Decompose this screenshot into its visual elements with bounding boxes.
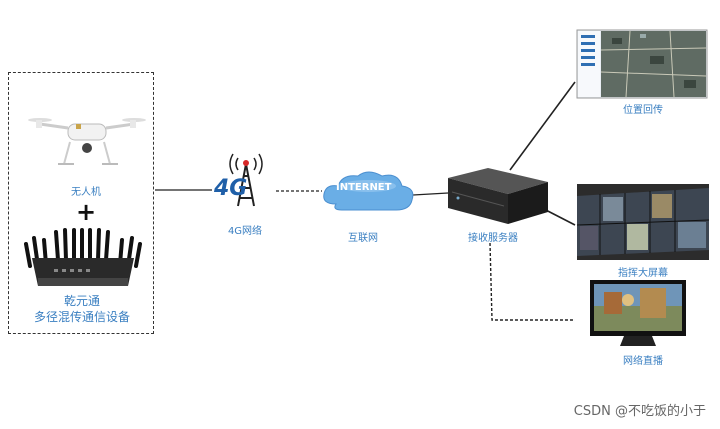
server-image <box>448 168 548 224</box>
device-group-box <box>8 72 154 334</box>
connector-server-location <box>509 81 576 171</box>
live-monitor-image <box>590 280 686 346</box>
device-desc-label: 多径混传通信设备 <box>33 310 130 324</box>
drone-label: 无人机 <box>71 187 101 198</box>
live-stream-label: 网络直播 <box>623 356 663 367</box>
cloud-icon <box>323 171 414 211</box>
location-screen-image <box>576 29 708 99</box>
4g-logo: 4G <box>214 176 248 201</box>
drone-image <box>28 118 146 165</box>
plus-sign: + <box>76 198 97 226</box>
location-label: 位置回传 <box>623 105 663 116</box>
command-screen-label: 指挥大屏幕 <box>618 268 668 279</box>
server-label: 接收服务器 <box>468 233 518 244</box>
internet-label: 互联网 <box>348 233 378 244</box>
4g-network-label: 4G网络 <box>227 226 263 237</box>
connector-server-live <box>489 242 575 321</box>
router-image <box>24 228 142 286</box>
tower-icon <box>229 153 263 207</box>
command-screen-image <box>576 184 710 260</box>
connector-internet-server <box>412 192 449 196</box>
internet-cloud-text: INTERNET <box>336 182 392 193</box>
watermark: CSDN @不吃饭的小于 <box>573 404 706 419</box>
device-name-label: 乾元通 <box>63 294 100 308</box>
